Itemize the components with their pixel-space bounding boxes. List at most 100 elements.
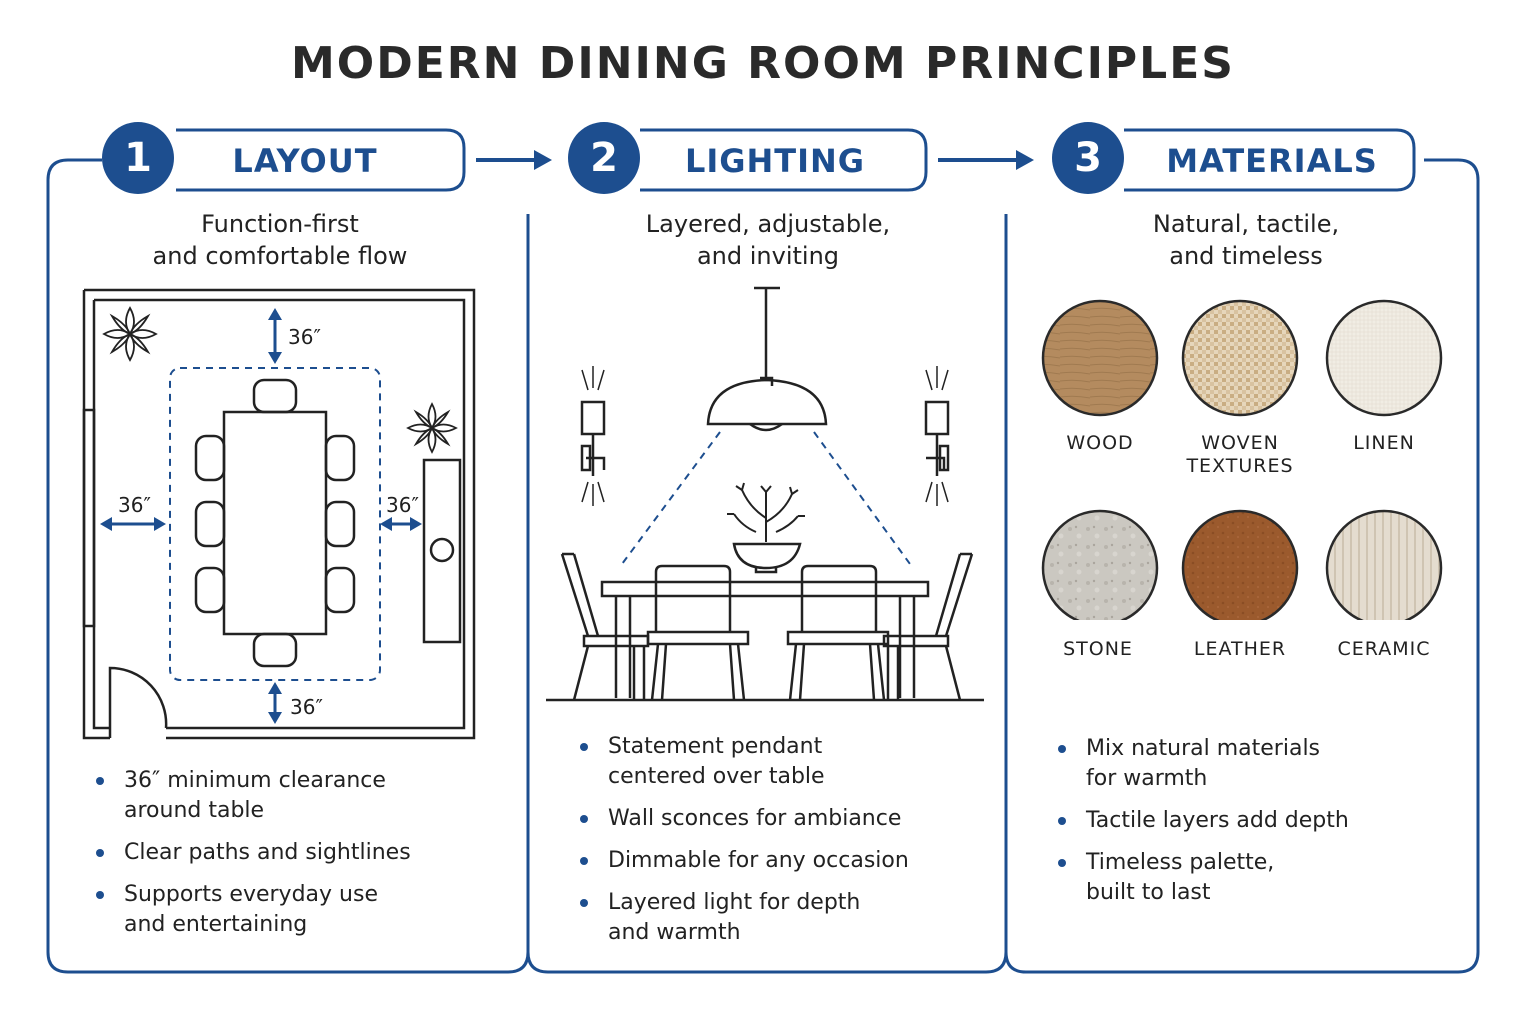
- list-item: Statement pendant centered over table: [578, 732, 998, 792]
- bullet-line: for warmth: [1086, 766, 1208, 791]
- chair-side-right: [882, 552, 974, 701]
- sideboard: [422, 458, 462, 644]
- dining-table-elevation: [600, 580, 930, 698]
- swatch-linen: [1325, 299, 1443, 417]
- bullet-line: Layered light for depth: [608, 890, 861, 915]
- section-label-materials: MATERIALS: [1166, 142, 1378, 180]
- materials-subtitle-line-2: and timeless: [1169, 242, 1323, 270]
- dimension-arrow-top: [268, 308, 282, 364]
- bullet-line: around table: [124, 798, 265, 823]
- layout-subtitle-line-2: and comfortable flow: [152, 242, 408, 270]
- dimension-label-bottom: 36″: [290, 695, 323, 719]
- swatch-label-wood-text: WOOD: [1066, 432, 1134, 454]
- swatch-label-leather: LEATHER: [1160, 638, 1320, 661]
- materials-subtitle-line-1: Natural, tactile,: [1152, 210, 1340, 238]
- lighting-bullet-list: Statement pendant centered over table Wa…: [578, 732, 998, 960]
- header-pill-3: [1124, 128, 1416, 192]
- dimension-arrow-right: [380, 517, 422, 531]
- chair-side-left: [560, 552, 650, 701]
- lighting-subtitle-line-1: Layered, adjustable,: [645, 210, 891, 238]
- swatch-wood: [1041, 299, 1159, 417]
- material-swatches: [1041, 299, 1443, 620]
- list-item: Mix natural materials for warmth: [1056, 734, 1466, 794]
- pendant-lamp-icon: [706, 286, 828, 432]
- swatch-label-ceramic-text: CERAMIC: [1337, 638, 1431, 660]
- swatch-label-linen: LINEN: [1304, 432, 1464, 455]
- room-walls: [82, 288, 476, 740]
- centerpiece-bowl-icon: [727, 482, 805, 574]
- bullet-line: Tactile layers add depth: [1086, 808, 1349, 833]
- step-number-2: 2: [568, 122, 640, 194]
- lighting-subtitle: Layered, adjustable, and inviting: [568, 208, 968, 272]
- sconce-left-icon: [580, 366, 606, 506]
- bullet-line: Timeless palette,: [1086, 850, 1275, 875]
- list-item: Clear paths and sightlines: [94, 838, 514, 868]
- step-number-3: 3: [1052, 122, 1124, 194]
- dimension-arrow-left: [100, 517, 166, 531]
- swatch-leather: [1181, 509, 1299, 620]
- step-number-1: 1: [102, 122, 174, 194]
- chair-bottom: [252, 632, 298, 668]
- chair-right-3: [324, 566, 356, 614]
- door-swing: [108, 666, 168, 738]
- sideboard-lamp: [429, 537, 455, 563]
- swatch-ceramic: [1325, 509, 1443, 620]
- chair-front-right: [786, 564, 890, 701]
- bullet-line: Wall sconces for ambiance: [608, 806, 902, 831]
- list-item: Supports everyday use and entertaining: [94, 880, 514, 940]
- window-left: [82, 408, 96, 628]
- panel-1-outline: [46, 158, 530, 974]
- chair-right-2: [324, 500, 356, 548]
- list-item: 36″ minimum clearance around table: [94, 766, 514, 826]
- panel-3-outline: [1004, 158, 1480, 974]
- chair-left-3: [194, 566, 226, 614]
- layout-bullet-list: 36″ minimum clearance around table Clear…: [94, 766, 514, 952]
- bullet-line: centered over table: [608, 764, 825, 789]
- bullet-line: and entertaining: [124, 912, 308, 937]
- chair-front-left: [646, 564, 750, 701]
- arrow-1-to-2: [476, 150, 552, 170]
- bullet-line: built to last: [1086, 880, 1211, 905]
- swatch-label-woven-line-2: TEXTURES: [1186, 455, 1294, 477]
- list-item: Layered light for depth and warmth: [578, 888, 998, 948]
- light-cone: [621, 431, 911, 565]
- materials-bullet-list: Mix natural materials for warmth Tactile…: [1056, 734, 1466, 920]
- dimension-label-left: 36″: [118, 493, 151, 517]
- swatch-label-linen-text: LINEN: [1353, 432, 1415, 454]
- chair-top: [252, 378, 298, 414]
- swatch-woven-textures: [1181, 299, 1299, 417]
- bullet-line: Dimmable for any occasion: [608, 848, 909, 873]
- page-title: MODERN DINING ROOM PRINCIPLES: [291, 38, 1235, 89]
- bullet-line: Mix natural materials: [1086, 736, 1321, 761]
- list-item: Dimmable for any occasion: [578, 846, 998, 876]
- panel-2-outline: [526, 214, 1008, 974]
- bullet-line: and warmth: [608, 920, 741, 945]
- chair-left-2: [194, 500, 226, 548]
- header-pill-1: [176, 128, 466, 192]
- bullet-line: Clear paths and sightlines: [124, 840, 411, 865]
- swatch-label-leather-text: LEATHER: [1193, 638, 1287, 660]
- plant-top-left-icon: [102, 306, 158, 362]
- dimension-label-top: 36″: [288, 325, 321, 349]
- materials-subtitle: Natural, tactile, and timeless: [1046, 208, 1446, 272]
- bullet-line: Supports everyday use: [124, 882, 378, 907]
- dimension-label-right: 36″: [386, 493, 419, 517]
- swatch-label-woven: WOVEN TEXTURES: [1160, 432, 1320, 478]
- dining-table: [222, 410, 328, 636]
- layout-subtitle: Function-first and comfortable flow: [88, 208, 472, 272]
- bullet-line: Statement pendant: [608, 734, 823, 759]
- lighting-subtitle-line-2: and inviting: [696, 242, 840, 270]
- section-label-lighting: LIGHTING: [684, 142, 866, 180]
- swatch-label-stone: STONE: [1018, 638, 1178, 661]
- lighting-illustration: [546, 286, 984, 702]
- swatch-label-wood: WOOD: [1020, 432, 1180, 455]
- chair-right-1: [324, 434, 356, 482]
- list-item: Timeless palette, built to last: [1056, 848, 1466, 908]
- layout-subtitle-line-1: Function-first: [201, 210, 359, 238]
- header-pill-2: [640, 128, 928, 192]
- sconce-right-icon: [924, 366, 950, 506]
- list-item: Wall sconces for ambiance: [578, 804, 998, 834]
- arrow-2-to-3: [938, 150, 1034, 170]
- swatch-stone: [1041, 509, 1159, 620]
